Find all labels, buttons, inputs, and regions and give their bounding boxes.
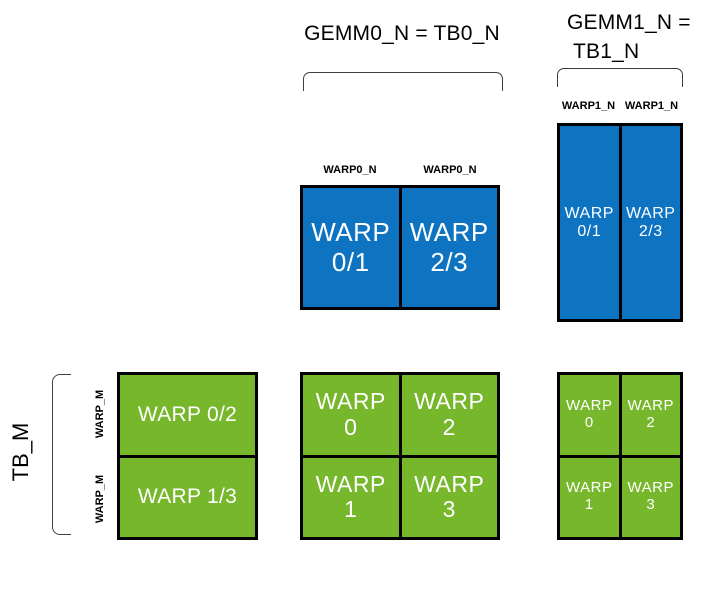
warp-cell-line1: WARP: [566, 479, 613, 497]
tb-m-bracket-icon: [52, 374, 71, 535]
warp1-n-label-row: WARP1_N WARP1_N: [557, 100, 683, 116]
gemm0-warp-grid-block: WARP 0 WARP 2 WARP 1 WARP 3: [300, 372, 500, 540]
warp-cell-line2: 0: [344, 413, 358, 440]
warp-cell-line1: WARP: [566, 396, 613, 414]
warp-cell-line1: WARP: [627, 479, 674, 497]
warp-cell-3: WARP 3: [621, 457, 680, 537]
warp-cell-line1: WARP: [626, 204, 676, 222]
gemm0-n-bracket-icon: [303, 72, 503, 91]
warp-cell-line2: 1: [584, 496, 594, 514]
gemm0-n-title: GEMM0_N = TB0_N: [304, 22, 500, 45]
warp-cell-0: WARP 0: [560, 375, 619, 455]
warp-cell-0-1: WARP 0/1: [560, 126, 619, 319]
warp-cell-line1: WARP: [315, 470, 386, 497]
warp-cell-1: WARP 1: [560, 457, 619, 537]
warp-cell-1: WARP 1: [303, 457, 399, 537]
warp1-n-label: WARP1_N: [561, 100, 616, 112]
warp-cell-0: WARP 0: [303, 375, 399, 455]
tb-m-label: TB_M: [8, 422, 33, 482]
warp-cell-line2: 0/1: [577, 222, 602, 240]
warp0-n-label: WARP0_N: [423, 164, 477, 176]
warp-cell-2-3: WARP 2/3: [401, 188, 497, 307]
warp-cell-line2: 3: [646, 496, 656, 514]
warp-cell-0-1: WARP 0/1: [303, 188, 399, 307]
warp-cell-label: WARP 1/3: [137, 485, 238, 509]
warp-cell-line1: WARP: [414, 470, 485, 497]
warp-cell-line1: WARP: [315, 388, 386, 414]
warp-cell-line1: WARP: [311, 217, 391, 248]
warp-cell-0-2: WARP 0/2: [120, 375, 255, 455]
warp-cell-line2: 2/3: [638, 222, 663, 240]
warp-cell-line2: 2: [442, 413, 456, 440]
warp-cell-1-3: WARP 1/3: [120, 457, 255, 537]
gemm1-n-title-line1: GEMM1_N =: [567, 11, 691, 34]
warp-cell-line1: WARP: [627, 396, 674, 414]
warp-cell-3: WARP 3: [401, 457, 497, 537]
warp0-n-label: WARP0_N: [323, 164, 377, 176]
warp0-n-label-row: WARP0_N WARP0_N: [300, 164, 500, 180]
warp-cell-line1: WARP: [414, 388, 485, 414]
gemm1-warp-tile-block: WARP 0/1 WARP 2/3: [557, 123, 683, 322]
warp-cell-line2: 2/3: [430, 246, 469, 277]
gemm0-warp-tile-block: WARP 0/1 WARP 2/3: [300, 185, 500, 310]
gemm1-n-title: GEMM1_N = TB1_N: [567, 8, 717, 66]
warp-m-label: WARP_M: [94, 389, 106, 439]
warp1-n-label: WARP1_N: [624, 100, 679, 112]
warp-cell-line2: 0: [584, 413, 594, 431]
warp-m-label: WARP_M: [94, 474, 106, 524]
warp-cell-line2: 0/1: [331, 246, 370, 277]
gemm1-n-bracket-icon: [557, 68, 683, 87]
warp-cell-line2: 3: [442, 496, 456, 523]
warp-cell-line2: 1: [344, 496, 358, 523]
warp-cell-2: WARP 2: [401, 375, 497, 455]
tb-m-warp-row-block: WARP 0/2 WARP 1/3: [117, 372, 258, 540]
warp-cell-2-3: WARP 2/3: [621, 126, 680, 319]
warp-cell-line1: WARP: [409, 217, 489, 248]
warp-cell-line1: WARP: [564, 204, 614, 222]
gemm1-warp-grid-block: WARP 0 WARP 2 WARP 1 WARP 3: [557, 372, 683, 540]
warp-cell-line2: 2: [646, 413, 656, 431]
warp-cell-label: WARP 0/2: [137, 402, 238, 426]
gemm1-n-title-line2: TB1_N: [573, 40, 640, 63]
warp-cell-2: WARP 2: [621, 375, 680, 455]
